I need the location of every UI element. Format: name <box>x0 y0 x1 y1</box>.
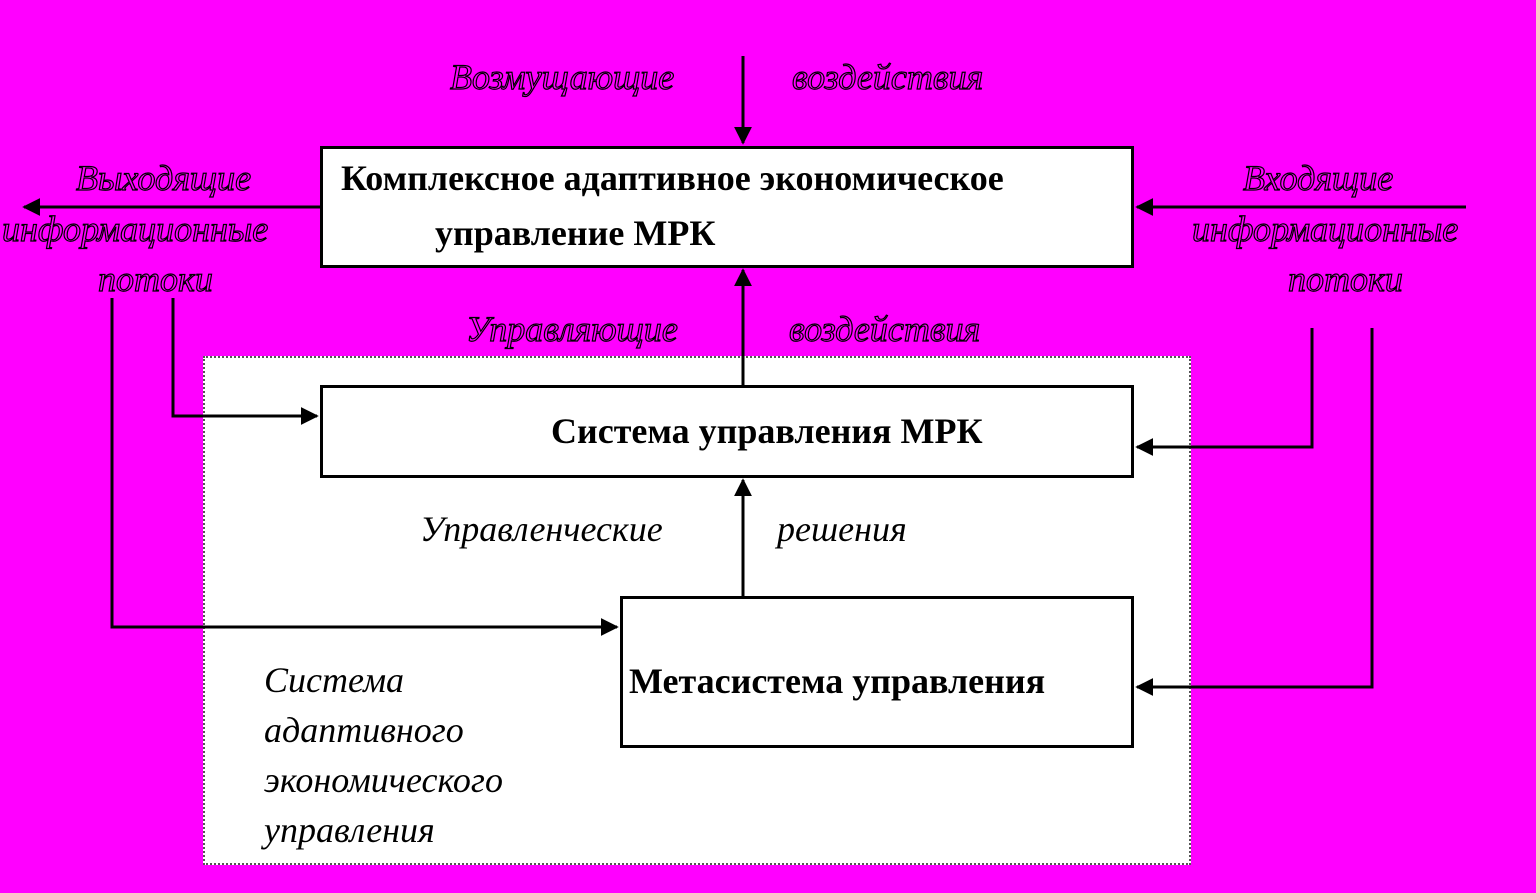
label-incoming-2: информационные <box>1191 208 1459 249</box>
label-disturbance-2: воздействия <box>791 56 984 97</box>
label-incoming-1: Входящие <box>1242 157 1394 198</box>
arrow-left-to-meta <box>110 298 619 636</box>
top-box-complex-management: Комплексное адаптивное экономическое упр… <box>320 146 1134 268</box>
label-disturbance-1: Возмущающие <box>449 56 675 97</box>
arrow-right-to-middle <box>1135 328 1314 456</box>
label-system-1: Система <box>264 660 405 700</box>
label-incoming-3: потоки <box>1287 258 1403 299</box>
top-box-line1: Комплексное адаптивное экономическое <box>341 158 1004 198</box>
middle-box-label: Система управления МРК <box>551 411 983 451</box>
top-box-line2: управление МРК <box>435 213 716 253</box>
middle-box-control-system: Система управления МРК <box>320 385 1134 478</box>
label-outgoing-1: Выходящие <box>75 157 252 198</box>
label-decisions-2: решения <box>777 509 907 549</box>
label-system-4: управления <box>264 810 435 850</box>
arrow-right-to-meta <box>1135 328 1374 696</box>
meta-box-label: Метасистема управления <box>629 661 1046 701</box>
meta-box-metasystem: Метасистема управления <box>620 596 1134 748</box>
label-system-3: экономического <box>264 760 503 800</box>
label-control-2: воздействия <box>788 308 981 349</box>
label-outgoing-2: информационные <box>1 208 269 249</box>
label-outgoing-3: потоки <box>97 258 213 299</box>
arrow-left-to-middle <box>171 298 319 425</box>
label-control-1: Управляющие <box>465 308 678 349</box>
label-system-2: адаптивного <box>264 710 464 750</box>
label-decisions-1: Управленческие <box>420 509 663 549</box>
